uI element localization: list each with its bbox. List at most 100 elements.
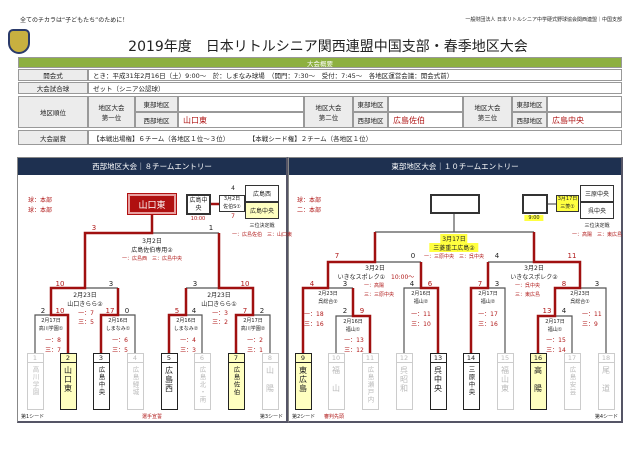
- score: 9: [359, 307, 365, 315]
- team-number: 6: [194, 354, 210, 363]
- match-ump-1: 一：4: [180, 337, 196, 344]
- match-ump-3: 三：16: [304, 321, 324, 328]
- score: 10: [55, 307, 65, 315]
- match-ump-3: 三：14: [546, 347, 566, 354]
- team-number: 11: [362, 354, 378, 363]
- org-name: 一般財団法人 日本リトルシニア中学硬式野球協会関西連盟｜中国支部: [465, 17, 622, 23]
- east-bracket-panel: [288, 157, 623, 423]
- winner-line: [301, 232, 377, 353]
- score: 5: [174, 307, 180, 315]
- winner-line: [469, 262, 490, 353]
- seed-label: 第1シード: [21, 414, 45, 420]
- score: 4: [494, 252, 500, 260]
- bracket-line: [555, 315, 573, 353]
- bracket-line: [253, 314, 271, 353]
- third-place-umpires: 一：高陽 三：東広島: [571, 232, 623, 238]
- score: 4: [561, 307, 567, 315]
- team-name: 広島中央: [97, 366, 105, 396]
- match-ump-1: 一：15: [546, 337, 566, 344]
- bracket-line: [34, 314, 51, 353]
- rank-3-east-label: 東部地区: [512, 96, 547, 112]
- seed-label: 第4シード: [594, 414, 618, 420]
- match-date: 3月17日: [440, 234, 468, 243]
- match-venue: 高川学園①: [38, 326, 64, 332]
- winner-line: [167, 288, 188, 353]
- match-ump-1: 一：11: [411, 311, 431, 318]
- match-ump-3: 三：3: [180, 347, 196, 354]
- match-ump-1: 一：3: [212, 310, 228, 317]
- match-ump-3: 三：16: [478, 321, 498, 328]
- rank-1-west-value: 山口東: [178, 112, 304, 128]
- match-ump-3: 三：5: [78, 319, 94, 326]
- west-third-time: 10:00: [190, 216, 206, 222]
- score: 2: [342, 307, 348, 315]
- team-number: 8: [262, 354, 278, 363]
- score: 11: [567, 252, 577, 260]
- rank-1-east-value: [178, 96, 304, 112]
- match-date: 2月23日: [570, 291, 590, 297]
- match-ump-3: 三：東広島: [515, 292, 541, 298]
- team-name: 高川学園: [31, 366, 39, 396]
- prize-value: 【本戦出場権】６チーム（各地区１位～３位） 【本戦シード権】２チーム（各地区１位…: [88, 130, 622, 145]
- logo-icon: [8, 29, 30, 54]
- team-name: 東広島: [298, 366, 308, 393]
- score: 4: [309, 280, 315, 288]
- match-date: 3月2日: [142, 238, 162, 245]
- score: 7: [242, 307, 248, 315]
- match-date: 2月16日: [411, 291, 431, 297]
- match-ump-1: 一：呉中央: [515, 283, 541, 289]
- match-venue: 福山①: [547, 327, 563, 333]
- team-name: 呉昭和: [399, 366, 409, 393]
- score: 3: [192, 280, 198, 288]
- match-venue: しまなみ①: [105, 326, 131, 332]
- score: 3: [594, 280, 600, 288]
- match-venue: 山口きらら①: [201, 301, 237, 308]
- rank-3-east-value: [547, 96, 622, 112]
- match-date: 2月17日: [478, 291, 498, 297]
- west-bracket-panel: [17, 157, 288, 423]
- score: 10: [55, 280, 65, 288]
- rank-1-west-label: 西部地区: [135, 112, 178, 128]
- page-title: 2019年度 日本リトルシニア関西連盟中国支部・春季地区大会: [128, 39, 528, 55]
- winner-line: [99, 288, 120, 353]
- match-ump-1: 一：8: [45, 337, 61, 344]
- match-venue: 広島佐伯専用②: [131, 247, 173, 254]
- rank-2-label: 地区大会第二位: [304, 96, 353, 128]
- team-name: 広島安芸: [568, 366, 576, 396]
- match-time: 10:00～: [391, 274, 415, 281]
- bracket-line: [335, 315, 353, 353]
- match-date: 2月17日: [243, 318, 263, 324]
- oath-label: 選手宣誓: [141, 414, 163, 420]
- team-name: 山口東: [63, 366, 73, 393]
- team-number: 12: [396, 354, 412, 363]
- match-venue: 三菱重工広島②: [429, 243, 479, 252]
- match-date: 3月17日: [557, 196, 578, 202]
- winner-line: [217, 233, 255, 353]
- team-name: 福山東: [500, 366, 510, 393]
- match-venue: 呉総合②: [318, 299, 338, 305]
- match-venue: 山口きらら②: [67, 301, 103, 308]
- score: 3: [342, 280, 348, 288]
- match-date: 2月23日: [318, 291, 338, 297]
- winner-line: [351, 288, 372, 353]
- rank-2-east-value: [388, 96, 463, 112]
- west-bracket-title: 西部地区大会｜８チームエントリー: [18, 158, 286, 175]
- overview-title: 大会概要: [18, 57, 622, 68]
- match-ump-3: 三：12: [344, 347, 364, 354]
- score: 4: [409, 280, 415, 288]
- team-name: 広島西: [164, 366, 174, 393]
- winner-line: [419, 262, 440, 353]
- match-date: 2月23日: [207, 292, 231, 299]
- match-ump-1: 一：7: [78, 310, 94, 317]
- match-venue: 呉総合①: [570, 299, 590, 305]
- match-date: 3月2日: [524, 265, 544, 272]
- match-ump-1: 一：13: [344, 337, 364, 344]
- rank-1-label: 地区大会第一位: [88, 96, 135, 128]
